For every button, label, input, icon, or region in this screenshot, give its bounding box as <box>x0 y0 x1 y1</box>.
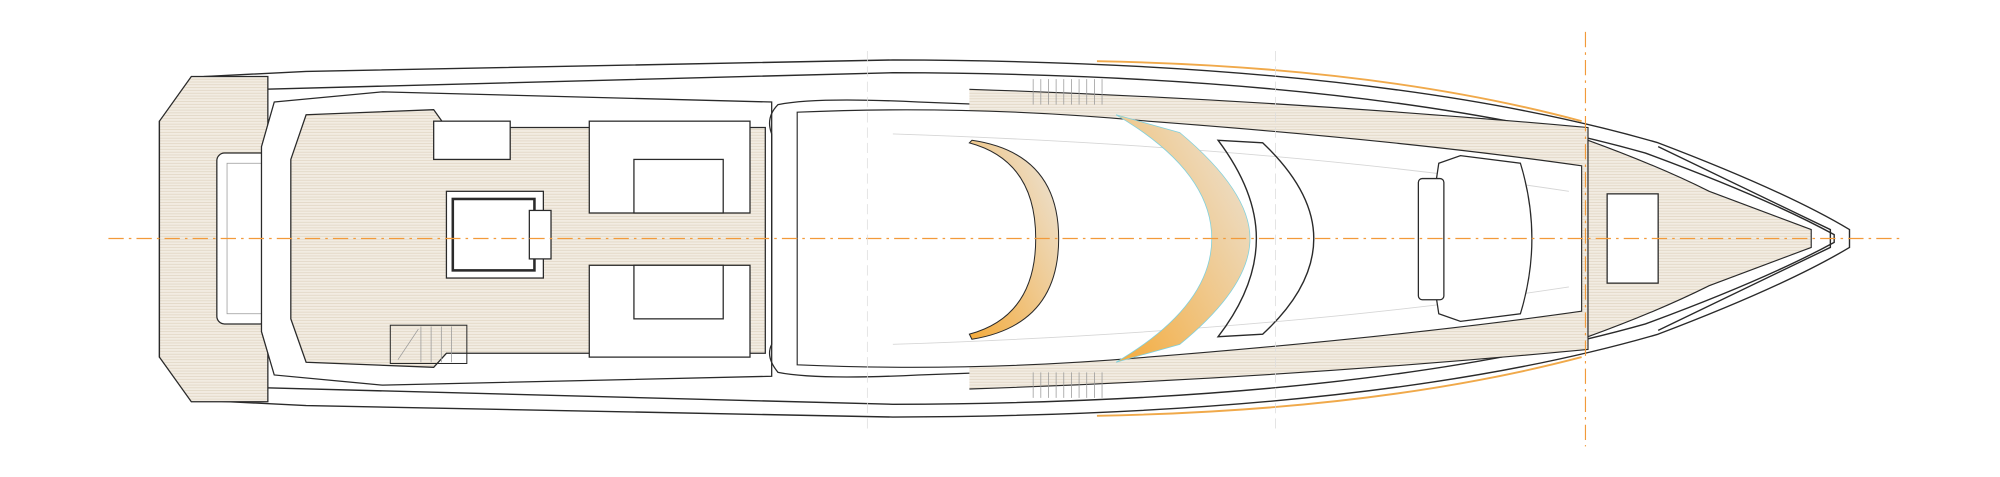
lounge-seating-starboard <box>389 264 751 364</box>
side-steps <box>1032 79 1103 398</box>
swim-platform <box>158 75 269 403</box>
bow-deck <box>1587 139 1832 338</box>
hull-outline <box>158 59 1851 418</box>
aft-sunbed <box>445 190 552 279</box>
lounge-seating-port <box>433 120 751 214</box>
windscreen <box>968 114 1315 363</box>
